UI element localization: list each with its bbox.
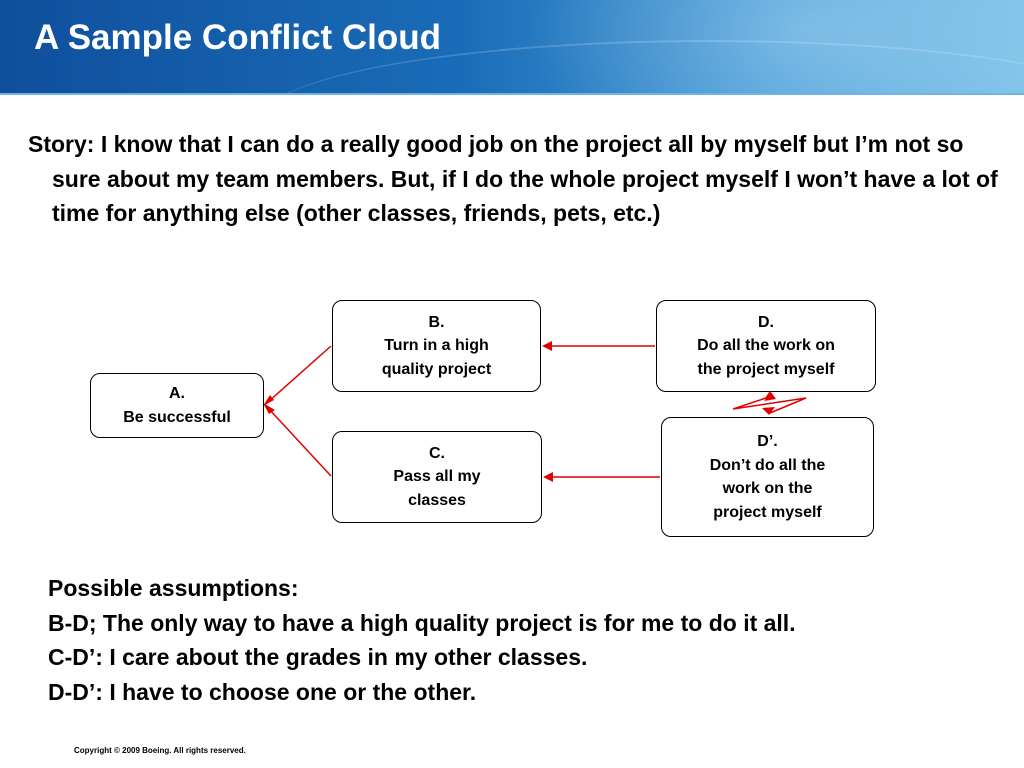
node-b-label: B.: [428, 313, 445, 331]
node-d-text-line: Do all the work on: [697, 337, 835, 355]
node-d-prime-label: D’.: [757, 433, 778, 450]
arrow-dprime-to-c: [543, 472, 660, 482]
node-d-prime-text-line: work on the: [722, 480, 813, 497]
arrow-b-to-a: [263, 345, 332, 406]
node-d-text-line: the project myself: [697, 360, 835, 378]
assumption-item: B-D; The only way to have a high quality…: [48, 609, 796, 636]
copyright-footer: Copyright © 2009 Boeing. All rights rese…: [74, 746, 246, 755]
assumptions-list: Possible assumptions: B-D; The only way …: [48, 571, 998, 709]
node-a-text-line: Be successful: [123, 408, 231, 426]
node-a-label: A.: [169, 385, 185, 402]
node-c-text-line: Pass all my: [393, 468, 481, 486]
node-b: B. Turn in a high quality project: [332, 300, 541, 392]
slide-title: A Sample Conflict Cloud: [34, 18, 442, 57]
title-banner: A Sample Conflict Cloud: [0, 0, 1024, 95]
node-c-text-line: classes: [408, 491, 466, 509]
node-d-prime: D’. Don’t do all the work on the project…: [661, 417, 874, 537]
node-d-prime-text-line: project myself: [713, 503, 822, 521]
node-b-text-line: quality project: [381, 360, 492, 378]
assumptions-heading: Possible assumptions:: [48, 575, 299, 601]
arrow-c-to-a: [263, 403, 332, 477]
assumption-item: C-D’: I care about the grades in my othe…: [48, 644, 588, 670]
node-d-label: D.: [758, 313, 774, 331]
node-d: D. Do all the work on the project myself: [656, 300, 876, 392]
conflict-lightning: [732, 391, 807, 415]
node-c-label: C.: [429, 444, 445, 462]
node-a: A. Be successful: [90, 373, 264, 438]
story-text: Story: I know that I can do a really goo…: [28, 131, 998, 226]
node-b-text-line: Turn in a high: [384, 337, 489, 355]
node-d-prime-text-line: Don’t do all the: [709, 456, 826, 474]
assumption-item: D-D’: I have to choose one or the other.: [48, 678, 477, 705]
arrow-d-to-b: [542, 341, 655, 351]
node-c: C. Pass all my classes: [332, 431, 542, 523]
